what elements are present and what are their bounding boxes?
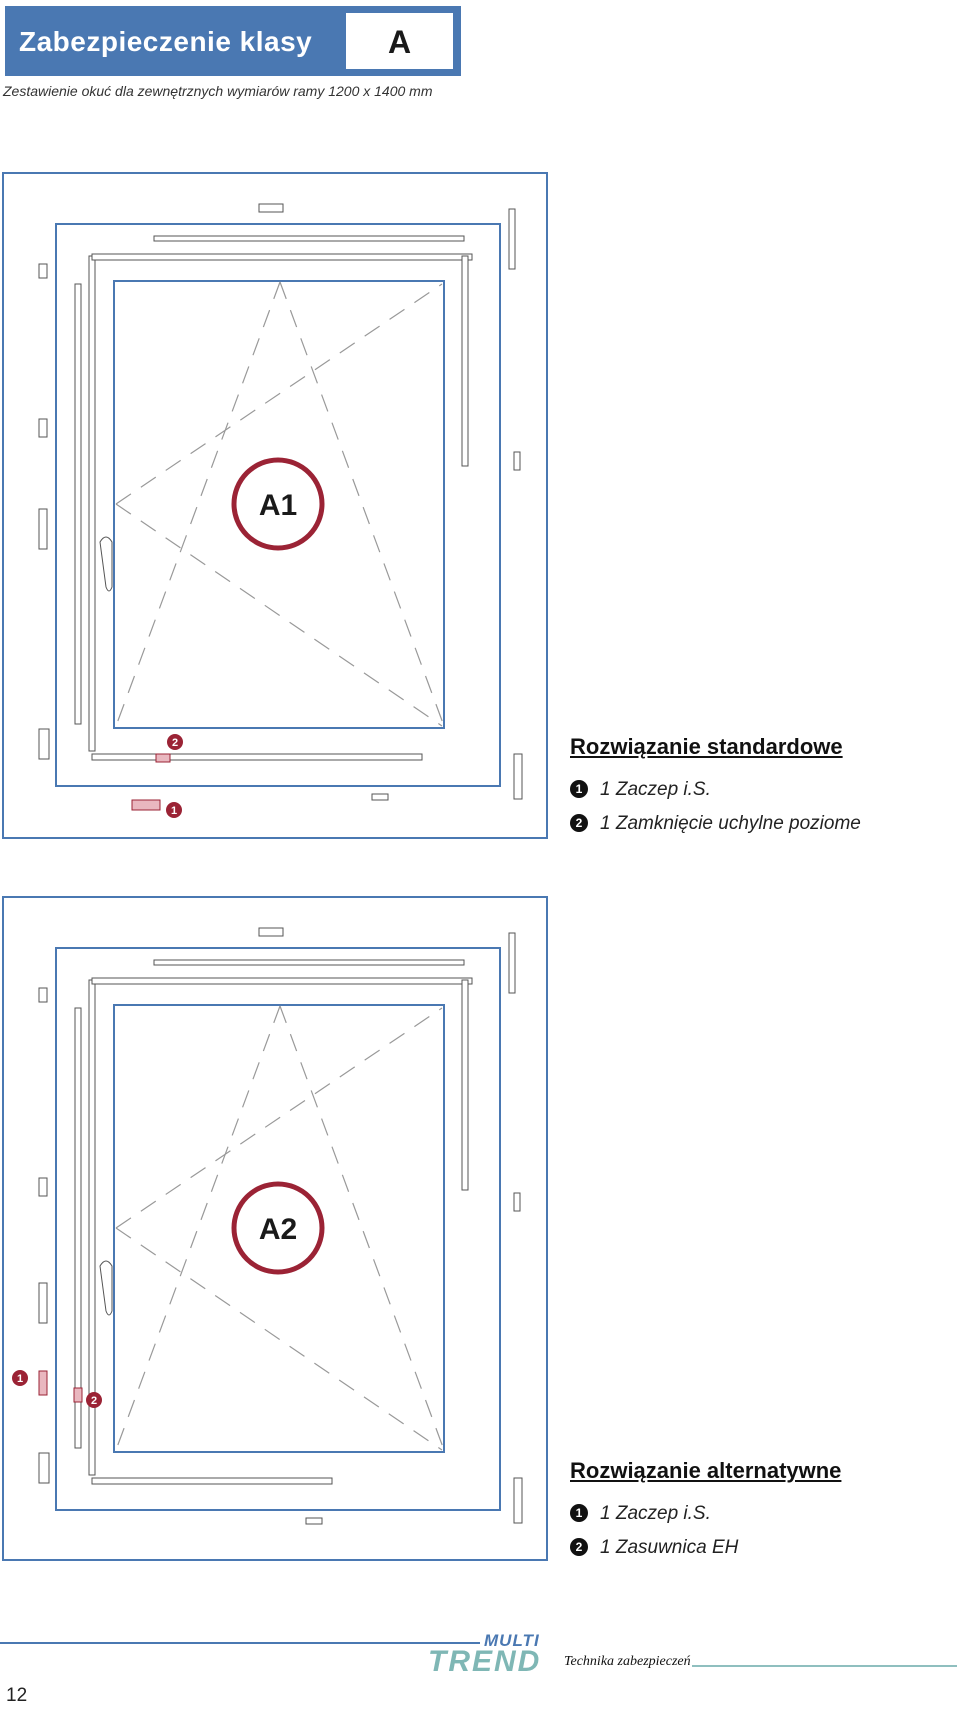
- page-number: 12: [6, 1685, 28, 1706]
- caption-item: 2 1 Zamknięcie uchylne poziome: [570, 813, 861, 835]
- page-subtitle: Zestawienie okuć dla zewnętrznych wymiar…: [3, 83, 433, 99]
- footer-divider-left: [0, 1642, 480, 1644]
- diagram-label-a1: A1: [259, 489, 297, 522]
- window-drawing-a2: A2 1 2: [12, 927, 523, 1525]
- marker-2-a1: 2: [172, 737, 178, 749]
- window-diagram-a2: A2 1 2: [2, 896, 548, 1561]
- caption-item: 1 1 Zaczep i.S.: [570, 1503, 711, 1525]
- caption-title: Rozwiązanie standardowe: [570, 734, 843, 759]
- marker-1-a1: 1: [171, 805, 177, 817]
- item-text: 1 Zasuwnica EH: [600, 1537, 739, 1558]
- item-text: 1 Zamknięcie uchylne poziome: [600, 813, 861, 834]
- page-title: Zabezpieczenie klasy: [19, 26, 313, 57]
- caption-item: 1 1 Zaczep i.S.: [570, 779, 711, 801]
- marker-2-a2: 2: [91, 1395, 97, 1407]
- class-letter-box: A: [346, 13, 453, 69]
- item-text: 1 Zaczep i.S.: [600, 779, 711, 800]
- caption-standard: Rozwiązanie standardowe 1 1 Zaczep i.S. 2…: [570, 734, 861, 834]
- item-number: 1: [570, 1504, 588, 1522]
- logo-multi: MULTI: [484, 1631, 540, 1650]
- logo-trend: TREND: [428, 1645, 542, 1678]
- window-diagram-a1: A1 2 1: [2, 172, 548, 839]
- item-number: 2: [570, 1538, 588, 1556]
- caption-title: Rozwiązanie alternatywne: [570, 1458, 842, 1483]
- footer-divider-right: [692, 1665, 957, 1667]
- window-drawing-a1: A1 2 1: [38, 203, 523, 818]
- item-text: 1 Zaczep i.S.: [600, 1503, 711, 1524]
- item-number: 1: [570, 780, 588, 798]
- diagram-label-a2: A2: [259, 1213, 297, 1246]
- item-number: 2: [570, 814, 588, 832]
- marker-1-a2: 1: [17, 1373, 23, 1385]
- caption-item: 2 1 Zasuwnica EH: [570, 1537, 738, 1559]
- footer-tagline: Technika zabezpieczeń: [564, 1654, 691, 1669]
- header-bar: Zabezpieczenie klasy A: [5, 6, 461, 76]
